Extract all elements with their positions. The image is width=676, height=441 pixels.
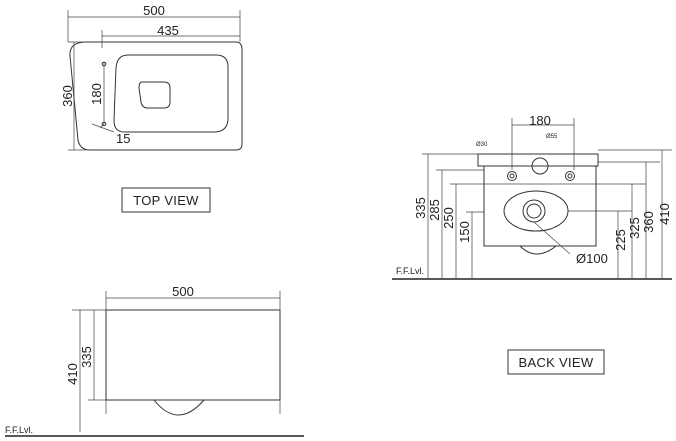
side-view: 500 410 335 F.F.Lvl. xyxy=(5,284,304,437)
top-view: 500 435 360 180 15 TOP VIEW xyxy=(60,3,243,213)
back-view-dim-250: 250 xyxy=(441,207,456,229)
side-view-floor-label: F.F.Lvl. xyxy=(5,425,33,435)
back-view-spacing-180: 180 xyxy=(529,113,551,128)
back-view-dim-225: 225 xyxy=(613,229,628,251)
side-view-width-500: 500 xyxy=(172,284,194,299)
top-view-height-360: 360 xyxy=(60,85,75,107)
back-view-dim-285: 285 xyxy=(427,199,442,221)
back-view-dim-325: 325 xyxy=(627,217,642,239)
side-view-height-335: 335 xyxy=(79,346,94,368)
back-view-caption: BACK VIEW xyxy=(519,355,594,370)
side-view-height-410: 410 xyxy=(65,363,80,385)
top-view-spacing-180: 180 xyxy=(89,83,104,105)
back-view-outlet-dia: Ø100 xyxy=(576,251,608,266)
back-view-dia-55: Ø55 xyxy=(546,134,558,140)
top-view-caption: TOP VIEW xyxy=(133,193,199,208)
back-view-floor-label: F.F.Lvl. xyxy=(396,266,424,276)
back-view-dim-150: 150 xyxy=(457,221,472,243)
top-view-offset-15: 15 xyxy=(116,131,130,146)
top-view-width-500: 500 xyxy=(143,3,165,18)
back-view-dia-30: Ø30 xyxy=(476,142,488,148)
top-view-width-435: 435 xyxy=(157,23,179,38)
back-view-dim-410: 410 xyxy=(657,203,672,225)
back-view-dim-335: 335 xyxy=(413,197,428,219)
back-view: 180 Ø30 Ø55 Ø100 335 285 250 150 xyxy=(392,113,672,375)
back-view-dim-360: 360 xyxy=(641,211,656,233)
